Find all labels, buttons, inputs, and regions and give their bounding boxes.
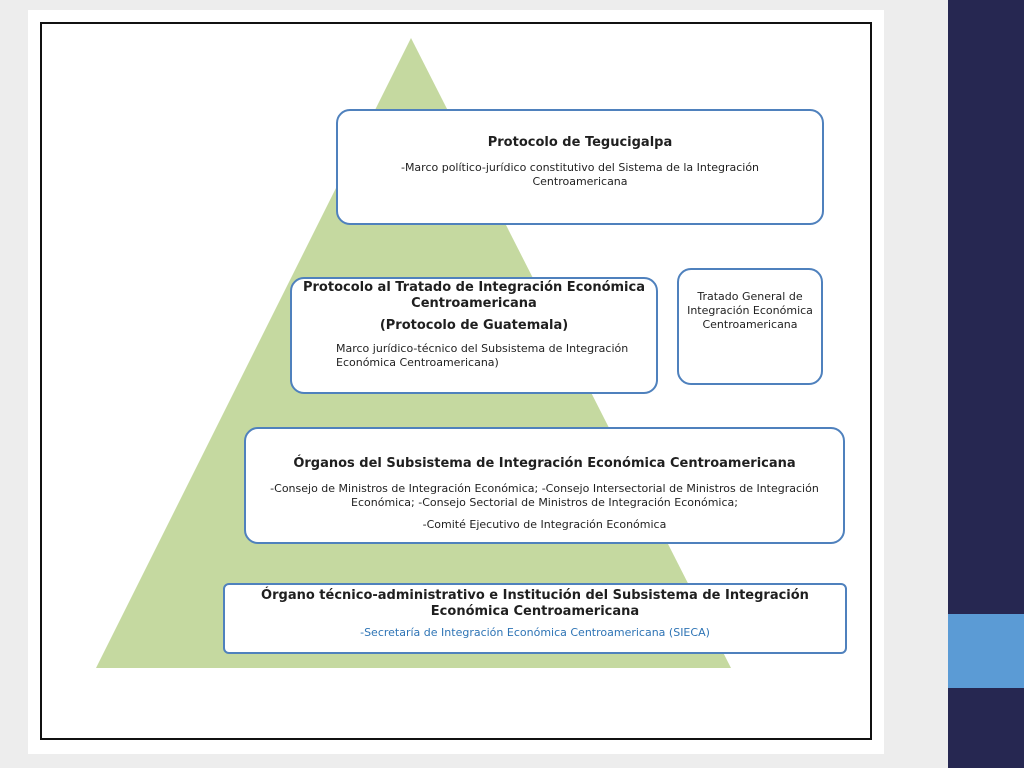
sieca-text: -Secretaría de Integración Económica Cen… xyxy=(360,626,710,639)
slide-sidebar-accent xyxy=(948,614,1024,688)
tratado-general-box: Tratado General de Integración Económica… xyxy=(677,268,823,385)
organos-subsistema-box: Órganos del Subsistema de Integración Ec… xyxy=(244,427,845,544)
box-body: -Marco político-jurídico constitutivo de… xyxy=(400,161,760,188)
box-title: Protocolo al Tratado de Integración Econ… xyxy=(302,280,645,311)
box-subtitle: (Protocolo de Guatemala) xyxy=(379,318,569,333)
protocolo-tegucigalpa-box: Protocolo de Tegucigalpa -Marco político… xyxy=(336,109,824,225)
box-body: Marco jurídico-técnico del Subsistema de… xyxy=(336,342,629,369)
box-body: -Consejo de Ministros de Integración Eco… xyxy=(270,482,819,509)
organo-tecnico-box: Órgano técnico-administrativo e Instituc… xyxy=(223,583,847,654)
box-body-2: -Comité Ejecutivo de Integración Económi… xyxy=(422,518,667,531)
box-title: Protocolo de Tegucigalpa xyxy=(487,135,673,150)
protocolo-guatemala-box: Protocolo al Tratado de Integración Econ… xyxy=(290,277,658,394)
box-title: Órgano técnico-administrativo e Instituc… xyxy=(261,588,809,619)
box-title: Órganos del Subsistema de Integración Ec… xyxy=(293,456,796,471)
box-body: Tratado General de Integración Económica… xyxy=(687,290,813,331)
